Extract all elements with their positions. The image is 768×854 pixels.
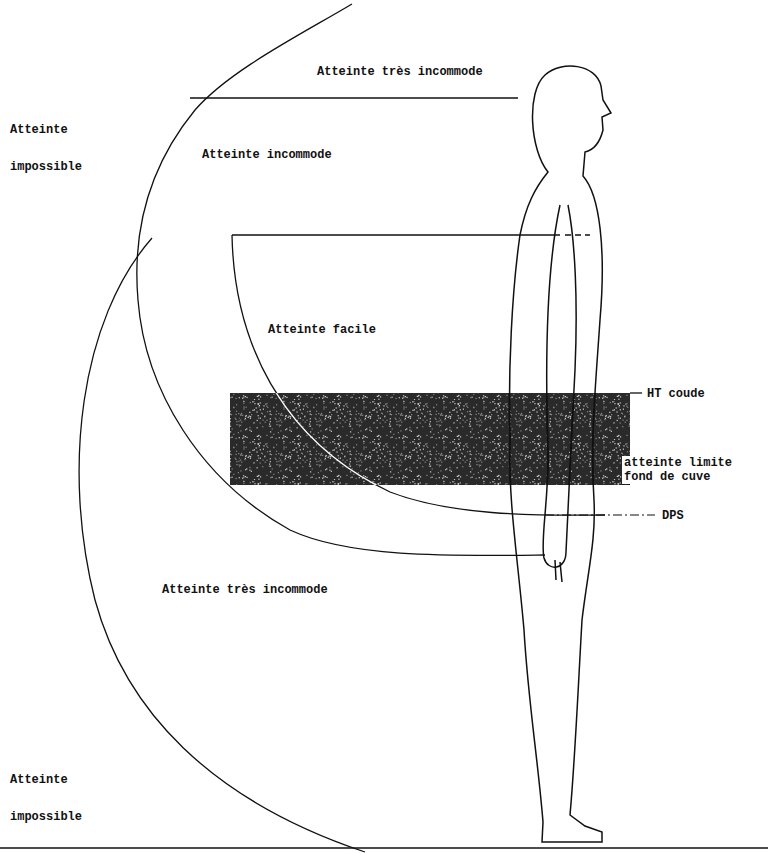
dps-line <box>545 514 655 515</box>
figure-in-band <box>230 393 611 485</box>
zone-label: Atteinte impossible <box>8 112 108 186</box>
ground-line <box>0 847 768 848</box>
zone-label: Atteinte impossible <box>8 762 108 836</box>
level-label: HT coude <box>645 387 707 401</box>
zone-label: Atteinte facile <box>266 323 378 337</box>
zone-label: Atteinte incommode <box>200 148 334 162</box>
level-label: atteinte limite fond de cuve <box>622 456 764 484</box>
leader-line <box>630 392 642 393</box>
reach-limit-line <box>232 234 560 235</box>
reach-limit-line <box>565 234 590 235</box>
human-figure <box>509 66 611 842</box>
zone-label: Atteinte très incommode <box>160 583 330 597</box>
zone-label: Atteinte très incommode <box>315 65 485 79</box>
level-label: DPS <box>660 509 686 523</box>
reach-limit-line <box>190 97 518 98</box>
